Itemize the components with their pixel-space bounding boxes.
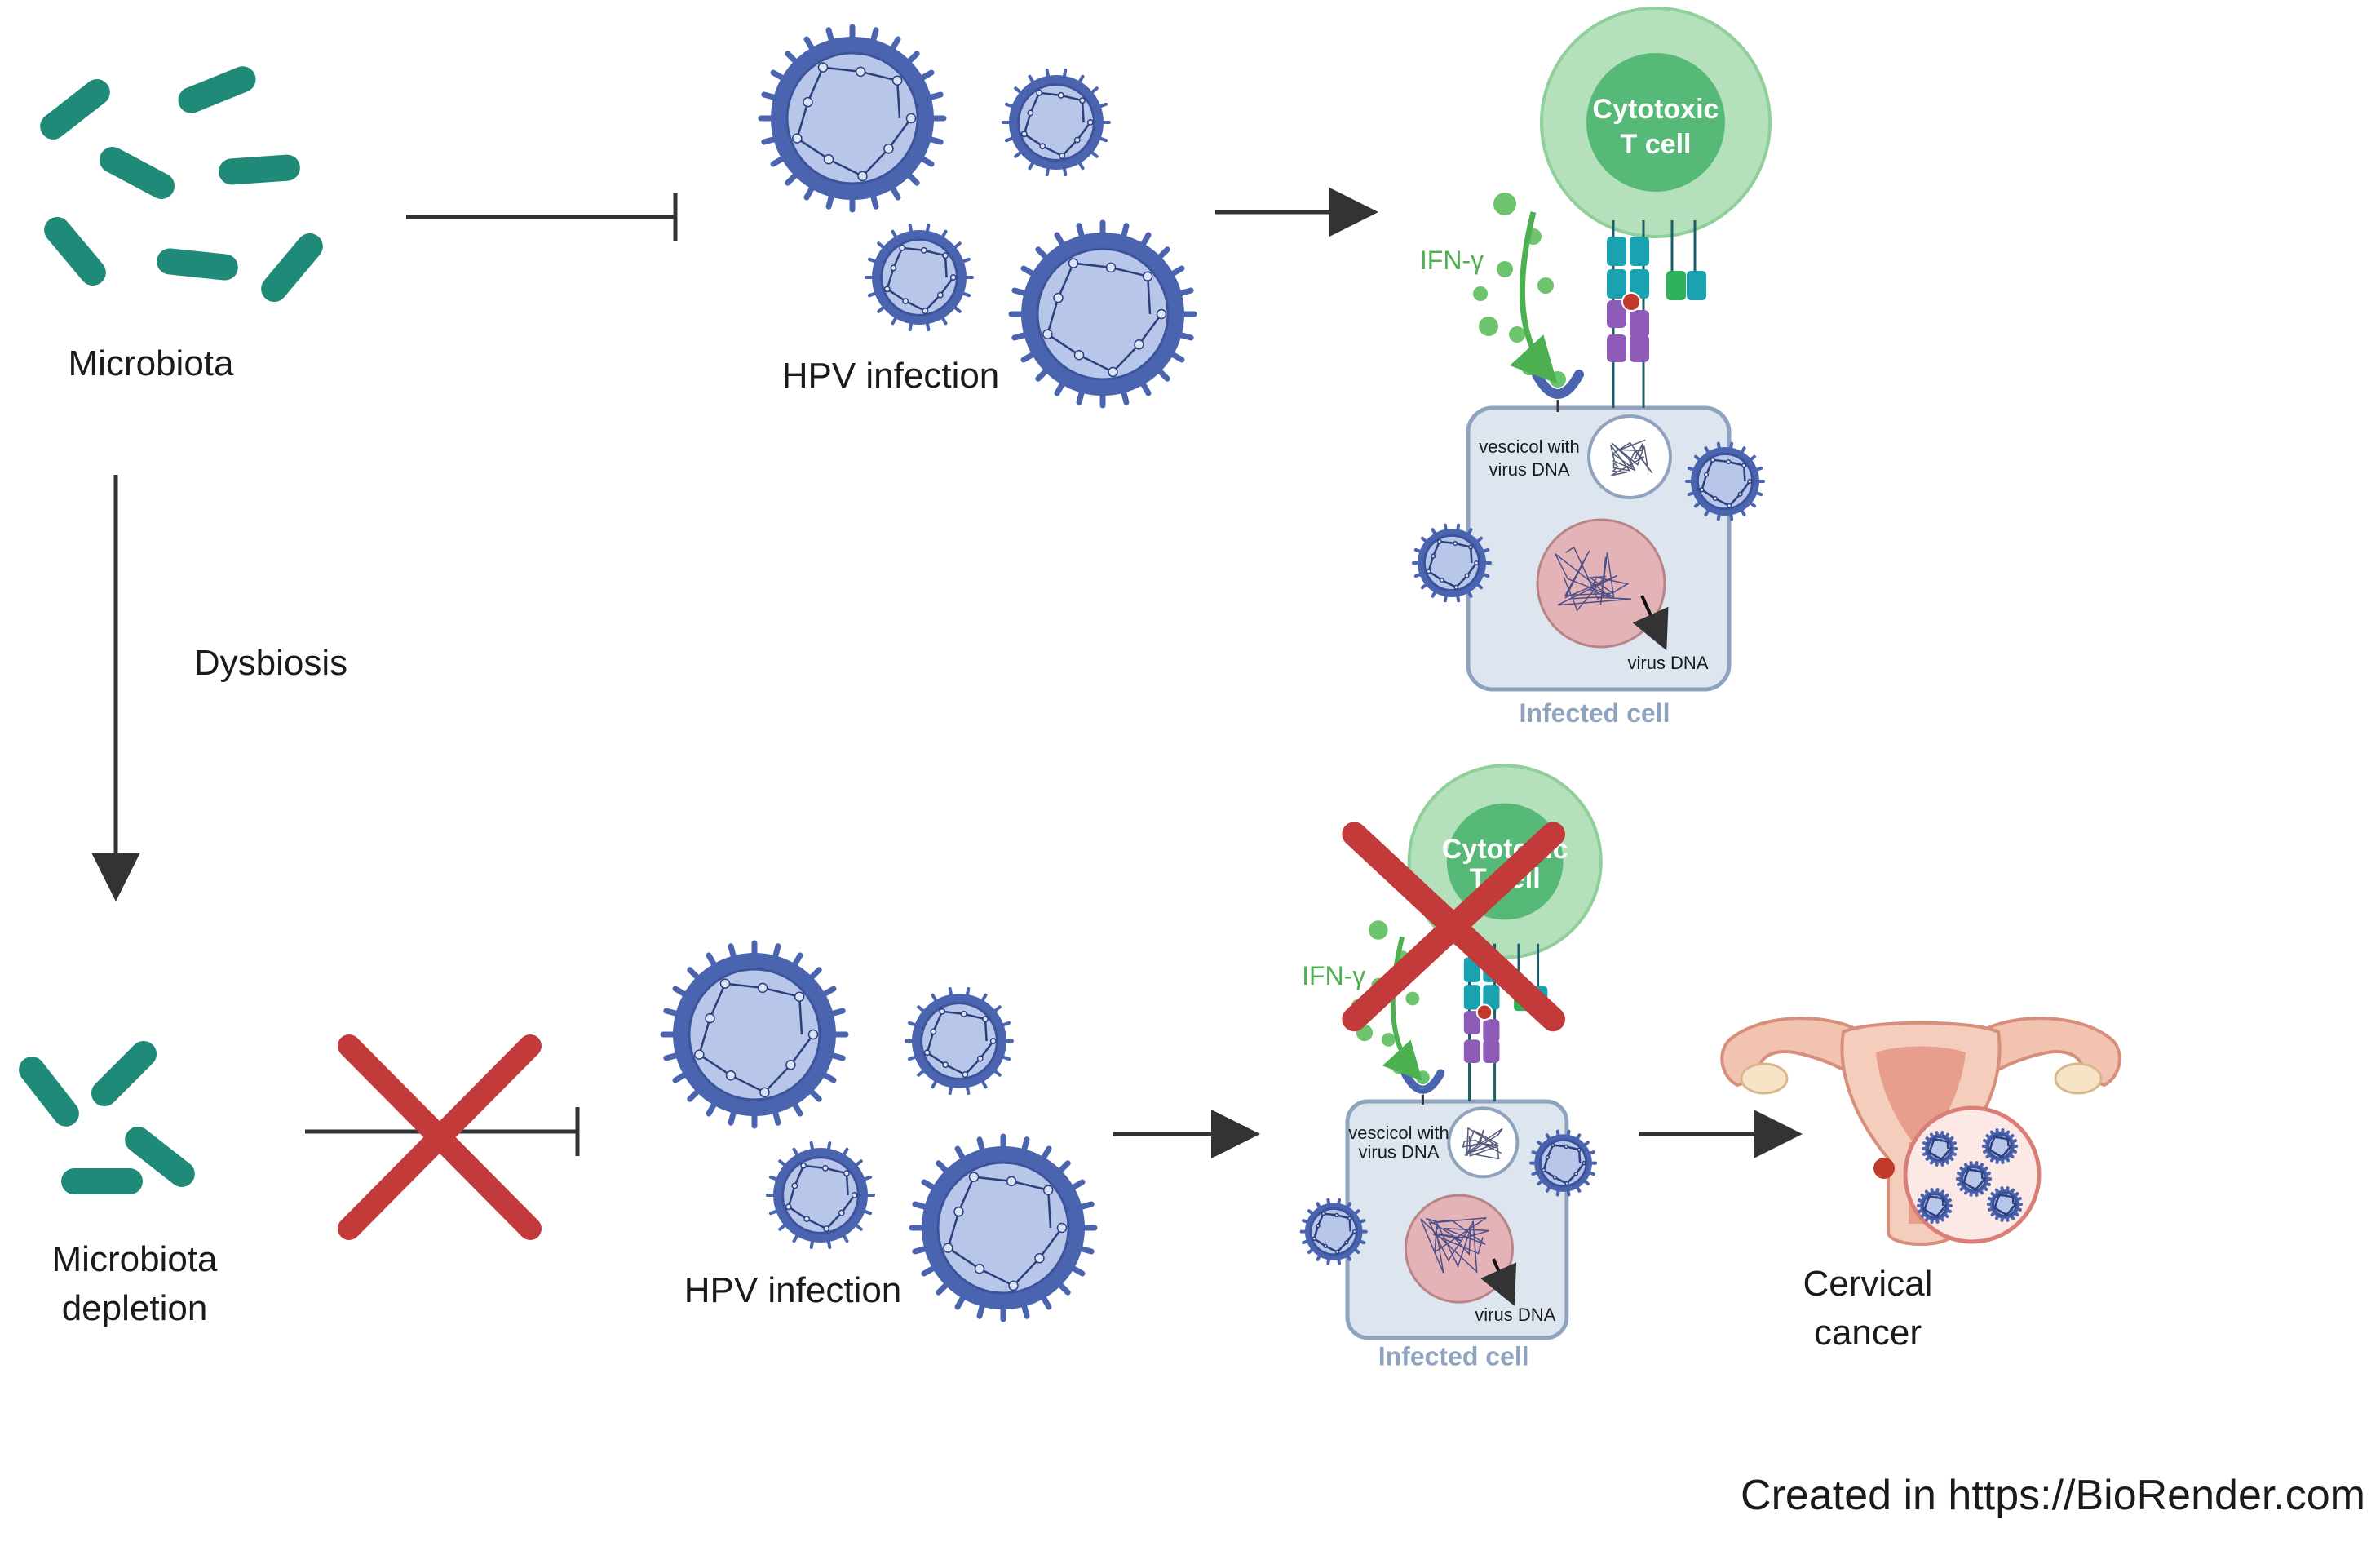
bacterium-icon xyxy=(157,248,238,281)
microbiota-depletion-label-line1: Microbiota xyxy=(52,1239,218,1279)
microbiota-label: Microbiota xyxy=(69,343,234,383)
hpv-virus-icon xyxy=(766,1141,875,1250)
ifn-gamma-molecule xyxy=(1405,991,1420,1006)
hpv-virus-icon xyxy=(1529,1129,1598,1197)
t-cell-label-line1: Cytotoxic xyxy=(1593,94,1719,125)
t-cell-nucleus xyxy=(1586,53,1725,192)
hpv-virus-icon xyxy=(758,24,947,213)
cervical-cancer-label-line2: cancer xyxy=(1814,1313,1922,1353)
red-x-blocked-inhibition xyxy=(338,1034,542,1240)
ifn-gamma-molecule xyxy=(1382,1033,1396,1047)
hpv-virus-icon xyxy=(1955,1161,1993,1197)
nucleus xyxy=(1404,1194,1514,1304)
hpv-infection-label-top: HPV infection xyxy=(782,356,1000,396)
vesicle-label-line2: virus DNA xyxy=(1489,459,1569,480)
hpv-virus-icon xyxy=(1981,1128,2019,1164)
bacterium-icon xyxy=(40,79,110,140)
hpv-virus-icon xyxy=(1411,523,1493,603)
bacterium-icon xyxy=(125,1127,195,1187)
bacterium-icon xyxy=(219,154,300,185)
dna-strand xyxy=(1420,1217,1489,1274)
hpv-virus-icon xyxy=(1916,1188,1953,1224)
ifn-gamma-molecule xyxy=(1391,1060,1406,1074)
ifn-gamma-molecule xyxy=(1479,317,1498,336)
hpv-virus-group-top xyxy=(758,24,1197,409)
infected-cell-label: Infected cell xyxy=(1520,698,1670,728)
ifn-gamma-molecule xyxy=(1473,286,1488,301)
dna-strand xyxy=(1462,1127,1503,1160)
cervical-cancer-label-line1: Cervical xyxy=(1803,1264,1933,1304)
hpv-virus-icon xyxy=(1008,219,1197,409)
bacterium-icon xyxy=(99,147,175,199)
dna-strand xyxy=(1555,546,1631,612)
bacterium-icon xyxy=(91,1040,157,1107)
ifn-gamma-molecule xyxy=(1521,359,1537,375)
hpv-virus-icon xyxy=(660,940,849,1129)
microbiota-depletion-label-line2: depletion xyxy=(62,1288,208,1328)
hpv-infection-label-bottom: HPV infection xyxy=(684,1270,902,1310)
hpv-virus-icon xyxy=(865,223,974,332)
virus-dna-label: virus DNA xyxy=(1627,653,1708,673)
ifn-gamma-label: IFN-γ xyxy=(1302,961,1365,990)
hpv-virus-icon xyxy=(1921,1131,1958,1167)
hpv-virus-icon xyxy=(905,986,1014,1096)
hpv-virus-icon xyxy=(909,1133,1098,1322)
ifn-gamma-molecule xyxy=(1497,261,1513,277)
vesicle-label-line2: virus DNA xyxy=(1358,1142,1439,1163)
ifn-gamma-arrow xyxy=(1382,936,1422,1082)
bacterium-icon xyxy=(61,1168,143,1194)
ifn-gamma-arrow xyxy=(1509,211,1558,384)
vesicle-label-line1: vescicol with xyxy=(1479,436,1579,457)
bacterium-icon xyxy=(178,66,256,113)
infected-cell-label: Infected cell xyxy=(1378,1341,1529,1371)
hpv-virus-icon xyxy=(1299,1198,1368,1265)
biorender-credit: Created in https://BioRender.com xyxy=(1741,1472,2365,1519)
ifn-gamma-molecule xyxy=(1493,193,1516,215)
bacteria-group-bottom xyxy=(19,1040,195,1194)
ifn-gamma-molecule xyxy=(1369,920,1388,940)
virus-dna-label: virus DNA xyxy=(1475,1305,1555,1325)
hpv-virus-icon xyxy=(1684,441,1766,521)
bacterium-icon xyxy=(44,216,106,286)
hpv-virus-icon xyxy=(1986,1186,2024,1222)
vesicle xyxy=(1587,414,1672,499)
dysbiosis-label: Dysbiosis xyxy=(194,643,347,683)
cancer-virus-inset xyxy=(1903,1105,2042,1244)
ifn-gamma-label: IFN-γ xyxy=(1420,246,1484,275)
bacterium-icon xyxy=(19,1057,79,1127)
red-x-blocked-tcell xyxy=(1342,822,1565,1032)
ifn-gamma-molecule xyxy=(1509,326,1525,343)
hpv-virus-group-bottom xyxy=(660,940,1098,1322)
bacteria-group-top xyxy=(40,66,323,303)
dna-strand xyxy=(1610,439,1653,476)
hpv-virus-icon xyxy=(1002,68,1111,177)
bacterium-icon xyxy=(261,233,323,303)
t-cell-label-line2: T cell xyxy=(1621,129,1692,160)
vesicle-label-line1: vescicol with xyxy=(1348,1123,1449,1143)
ifn-gamma-molecule xyxy=(1537,277,1554,294)
tcr-mhc-receptor xyxy=(1607,220,1706,408)
